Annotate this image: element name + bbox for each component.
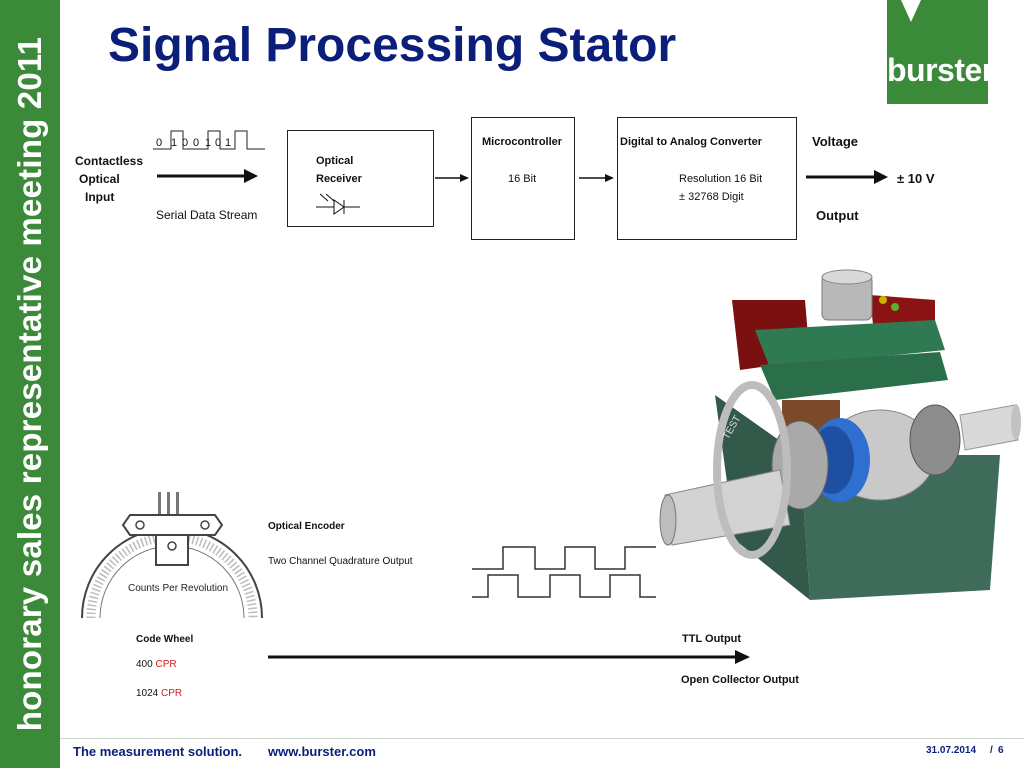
flow-arrows bbox=[157, 169, 888, 184]
burster-logo: burster bbox=[887, 0, 994, 104]
wheel-label-text: Counts Per Revolution bbox=[128, 583, 229, 594]
sidebar: honorary sales representative meeting 20… bbox=[0, 0, 60, 768]
bit-3: 0 bbox=[193, 137, 200, 149]
code-wheel-label: Code Wheel bbox=[136, 634, 194, 645]
quadrature-waveform bbox=[472, 546, 656, 598]
footer-divider bbox=[60, 738, 1024, 739]
code-wheel-illustration bbox=[81, 492, 263, 619]
bit-0: 0 bbox=[156, 137, 163, 149]
logo-text: burster bbox=[887, 52, 994, 88]
voltage-label: Voltage bbox=[812, 134, 858, 149]
receiver-label-2: Receiver bbox=[316, 173, 362, 185]
dac-digits: ± 32768 Digit bbox=[679, 191, 744, 203]
bit-4: 1 bbox=[205, 137, 212, 149]
logo-notch-icon bbox=[901, 0, 921, 22]
cpr-400-num: 400 bbox=[136, 659, 156, 670]
bit-1: 1 bbox=[171, 137, 178, 149]
page-title: Signal Processing Stator bbox=[108, 19, 677, 72]
footer-url[interactable]: www.burster.com bbox=[268, 744, 376, 759]
output-label: Output bbox=[816, 208, 859, 223]
cpr-1024: 1024 CPR bbox=[136, 688, 182, 699]
input-label-3: Input bbox=[85, 190, 115, 204]
photodiode-icon bbox=[316, 193, 360, 215]
footer-page-number: 6 bbox=[998, 745, 1004, 756]
serial-data-label: Serial Data Stream bbox=[156, 208, 258, 222]
cpr-400: 400 CPR bbox=[136, 659, 177, 670]
optical-receiver-box bbox=[287, 130, 434, 227]
dac-resolution: Resolution 16 Bit bbox=[679, 173, 763, 185]
optical-encoder-title: Optical Encoder bbox=[268, 521, 345, 532]
dac-title: Digital to Analog Converter bbox=[620, 136, 762, 148]
open-collector-label: Open Collector Output bbox=[681, 674, 799, 686]
counts-per-revolution-label: Counts Per Revolution bbox=[128, 583, 228, 594]
microcontroller-box bbox=[471, 117, 575, 240]
bit-2: 0 bbox=[182, 137, 189, 149]
input-label-2: Optical bbox=[79, 172, 120, 186]
receiver-label-1: Optical bbox=[316, 155, 354, 167]
dac-box bbox=[617, 117, 797, 240]
bit-6: 1 bbox=[225, 137, 232, 149]
microcontroller-detail: 16 Bit bbox=[508, 173, 537, 185]
voltage-value: ± 10 V bbox=[897, 171, 935, 186]
ttl-output-label: TTL Output bbox=[682, 633, 742, 645]
bit-stream-waveform bbox=[153, 130, 265, 150]
footer-date: 31.07.2014 bbox=[926, 745, 977, 756]
input-label-1: Contactless bbox=[75, 154, 144, 168]
microcontroller-title: Microcontroller bbox=[482, 136, 563, 148]
footer-separator: / bbox=[990, 745, 993, 756]
optical-encoder-subtitle: Two Channel Quadrature Output bbox=[268, 556, 413, 567]
cpr-400-unit: CPR bbox=[155, 659, 177, 670]
footer-tagline: The measurement solution. bbox=[73, 744, 243, 759]
bit-5: 0 bbox=[215, 137, 222, 149]
cpr-1024-num: 1024 bbox=[136, 688, 162, 699]
cpr-1024-unit: CPR bbox=[161, 688, 183, 699]
